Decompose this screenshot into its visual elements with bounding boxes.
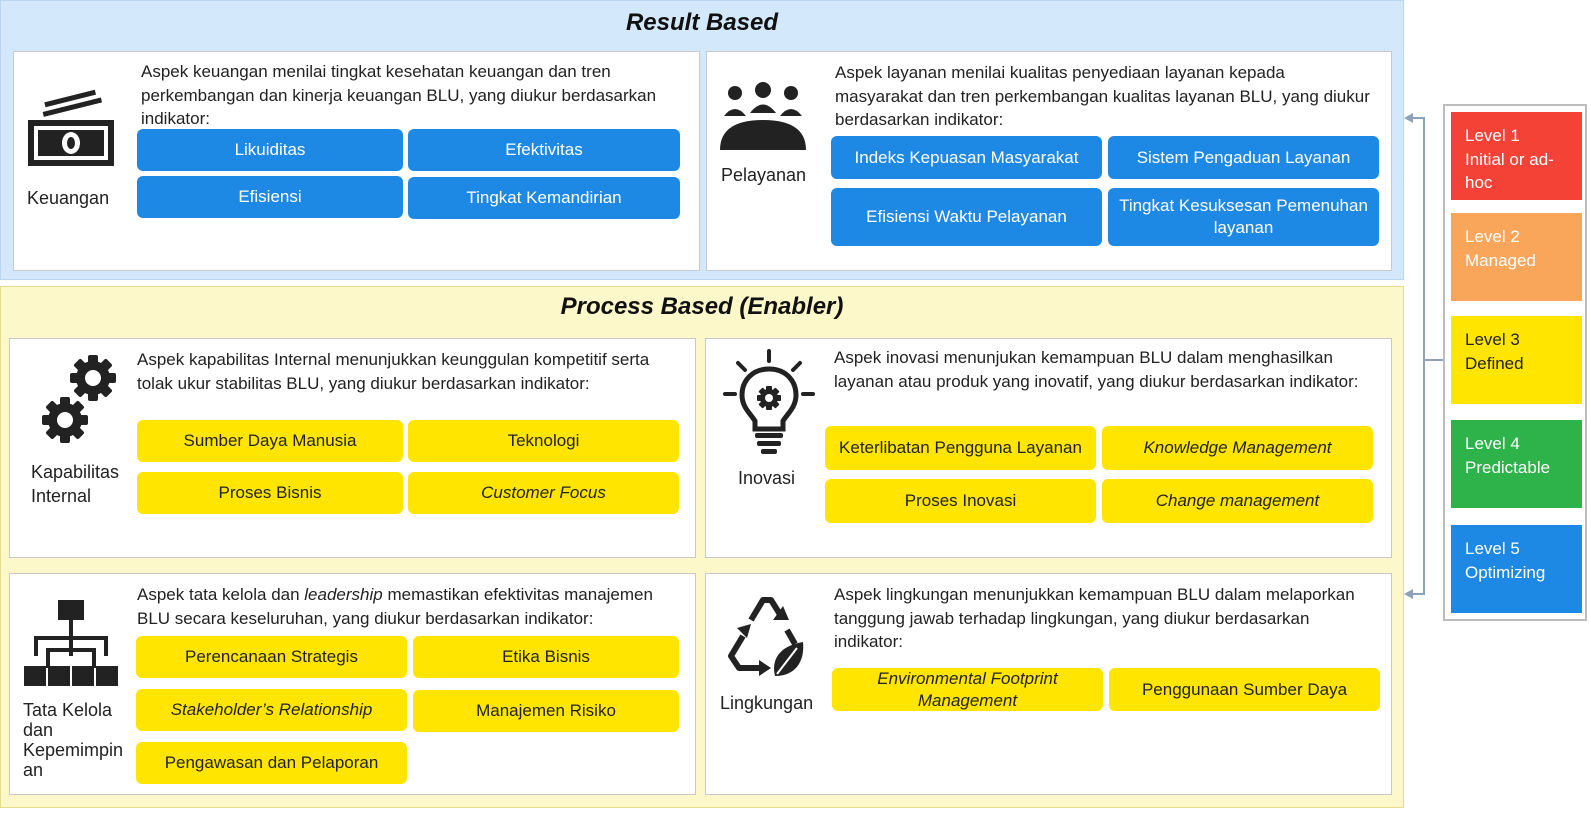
indicator-efisiensi-waktu: Efisiensi Waktu Pelayanan <box>831 188 1102 246</box>
keuangan-description: Aspek keuangan menilai tingkat kesehatan… <box>141 62 657 128</box>
level-4-box: Level 4 Predictable <box>1451 420 1582 508</box>
indicator-manajemen-risiko: Manajemen Risiko <box>413 690 679 732</box>
indicator-environmental-footprint: Environmental Footprint Management <box>832 668 1103 711</box>
level-5-line1: Level 5 <box>1465 539 1520 558</box>
kapabilitas-description: Aspek kapabilitas Internal menunjukkan k… <box>137 350 650 393</box>
level-2-line2: Managed <box>1465 250 1536 270</box>
tata-kelola-desc-italic: leadership <box>304 585 383 604</box>
indicator-change-management: Change management <box>1102 479 1373 523</box>
tata-kelola-label-line1: Tata Kelola <box>23 700 113 720</box>
inovasi-panel: Inovasi Aspek inovasi menunjukan kemampu… <box>705 338 1392 558</box>
tata-kelola-desc-part2: memastikan efektivitas manajemen BLU sec… <box>137 585 653 628</box>
level-1-line2: Initial or ad- <box>1465 149 1554 169</box>
indicator-efisiensi: Efisiensi <box>137 176 403 218</box>
pelayanan-panel: Pelayanan Aspek layanan menilai kualitas… <box>706 51 1392 271</box>
tata-kelola-label-line2: dan <box>23 720 54 740</box>
indicator-stakeholder-relationship: Stakeholder’s Relationship <box>136 689 407 731</box>
level-5-line2: Optimizing <box>1465 562 1546 582</box>
keuangan-label: Keuangan <box>27 188 110 208</box>
kapabilitas-label-line1: Kapabilitas <box>31 462 120 482</box>
people-meeting-icon <box>720 82 806 150</box>
indicator-pengawasan-pelaporan: Pengawasan dan Pelaporan <box>136 742 407 784</box>
process-based-title: Process Based (Enabler) <box>560 293 844 320</box>
keuangan-panel: Keuangan Aspek keuangan menilai tingkat … <box>13 51 700 271</box>
level-2-line1: Level 2 <box>1465 227 1520 246</box>
kapabilitas-label-line2: Internal <box>31 486 92 506</box>
level-2-box: Level 2 Managed <box>1451 213 1582 301</box>
level-4-line1: Level 4 <box>1465 434 1520 453</box>
lingkungan-panel: Lingkungan Aspek lingkungan menunjukkan … <box>705 573 1392 795</box>
level-4-line2: Predictable <box>1465 457 1551 477</box>
level-3-line1: Level 3 <box>1465 330 1520 349</box>
lingkungan-label: Lingkungan <box>720 693 814 713</box>
indicator-penggunaan-sumber-daya: Penggunaan Sumber Daya <box>1109 668 1380 711</box>
indicator-proses-bisnis: Proses Bisnis <box>137 472 403 514</box>
indicator-keterlibatan-pengguna: Keterlibatan Pengguna Layanan <box>825 426 1096 470</box>
gears-icon <box>42 355 116 443</box>
result-based-title: Result Based <box>625 9 779 36</box>
indicator-efektivitas: Efektivitas <box>408 129 680 171</box>
tata-kelola-description: Aspek tata kelola dan leadership memasti… <box>137 583 687 630</box>
inovasi-label: Inovasi <box>738 468 796 488</box>
indicator-teknologi: Teknologi <box>408 420 679 462</box>
level-3-line2: Defined <box>1465 353 1524 373</box>
indicator-tingkat-kesuksesan: Tingkat Kesuksesan Pemenuhan layanan <box>1108 188 1379 246</box>
indicator-sdm: Sumber Daya Manusia <box>137 420 403 462</box>
level-5-box: Level 5 Optimizing <box>1451 525 1582 613</box>
lightbulb-gear-icon <box>723 349 815 454</box>
indicator-etika-bisnis: Etika Bisnis <box>413 636 679 678</box>
recycle-leaf-icon <box>728 597 804 676</box>
level-1-line1: Level 1 <box>1465 126 1520 145</box>
tata-kelola-panel: Tata Kelola dan Kepemimpin an Aspek tata… <box>9 573 696 795</box>
pelayanan-label: Pelayanan <box>721 165 807 185</box>
indicator-customer-focus: Customer Focus <box>408 472 679 514</box>
indicator-tingkat-kemandirian: Tingkat Kemandirian <box>408 177 680 219</box>
level-1-box: Level 1 Initial or ad- hoc <box>1451 112 1582 200</box>
level-3-box: Level 3 Defined <box>1451 316 1582 404</box>
org-chart-icon <box>24 600 118 686</box>
level-1-line3: hoc <box>1465 173 1493 192</box>
arrow-result-icon <box>1404 113 1413 123</box>
arrow-process-icon <box>1404 589 1413 599</box>
inovasi-description: Aspek inovasi menunjukan kemampuan BLU d… <box>834 348 1359 391</box>
indicator-indeks-kepuasan: Indeks Kepuasan Masyarakat <box>831 136 1102 179</box>
indicator-proses-inovasi: Proses Inovasi <box>825 479 1096 523</box>
indicator-knowledge-management: Knowledge Management <box>1102 426 1373 470</box>
indicator-likuiditas: Likuiditas <box>137 129 403 171</box>
pelayanan-description: Aspek layanan menilai kualitas penyediaa… <box>835 63 1370 129</box>
kapabilitas-label: Kapabilitas Internal <box>31 460 119 508</box>
tata-kelola-label: Tata Kelola dan Kepemimpin an <box>23 700 123 780</box>
money-icon <box>28 89 114 166</box>
indicator-perencanaan-strategis: Perencanaan Strategis <box>136 636 407 678</box>
tata-kelola-label-line4: an <box>23 760 44 780</box>
indicator-sistem-pengaduan: Sistem Pengaduan Layanan <box>1108 136 1379 179</box>
kapabilitas-panel: Kapabilitas Internal Aspek kapabilitas I… <box>9 338 696 558</box>
tata-kelola-label-line3: Kepemimpin <box>23 740 124 760</box>
tata-kelola-desc-part1: Aspek tata kelola dan <box>137 585 305 604</box>
lingkungan-description: Aspek lingkungan menunjukkan kemampuan B… <box>834 585 1355 651</box>
